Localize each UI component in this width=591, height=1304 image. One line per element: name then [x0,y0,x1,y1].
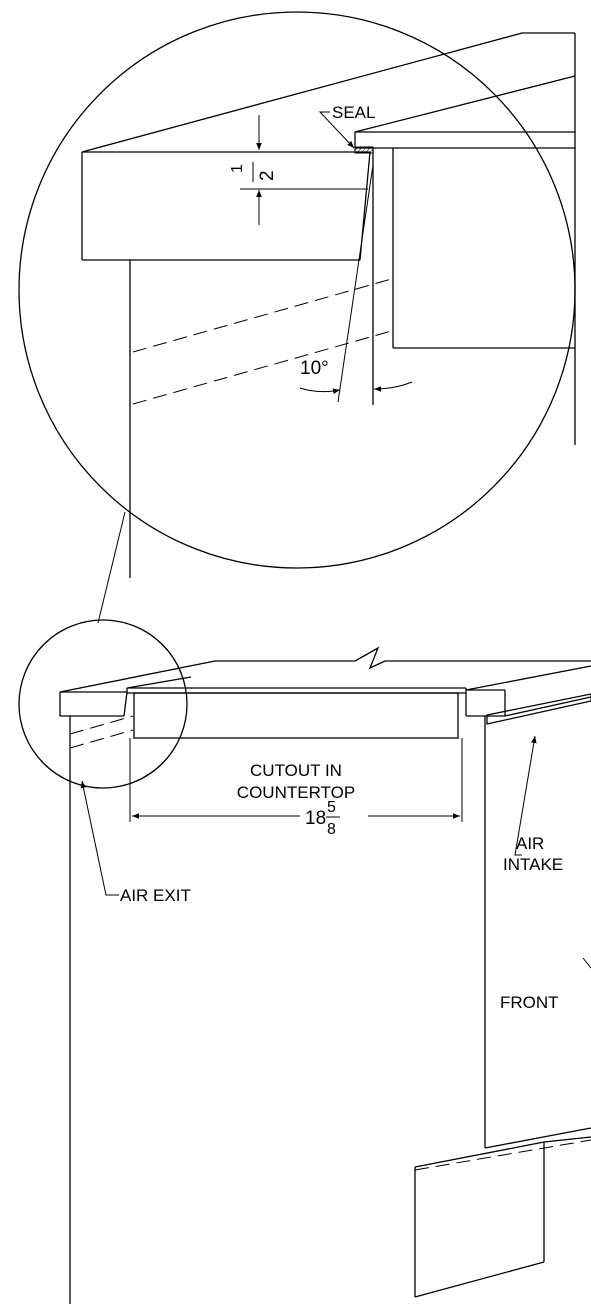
air-intake-label-line1: AIR [516,834,544,853]
main-view: 18 5 8 CUTOUT IN COUNTERTOP AIR INTAKE A… [18,619,591,1304]
gap-dimension: 1 2 [229,115,368,225]
front-indicator: FRONT [500,957,591,1012]
detail-view: 10° 1 2 SEAL [18,11,576,578]
gap-dim-numerator: 1 [229,164,246,173]
cooktop-body [372,33,576,445]
cooktop [126,687,466,739]
air-exit-label: AIR EXIT [120,886,191,905]
seal-hatch [354,146,374,154]
countertop-right [465,688,506,717]
width-dimension: 18 5 8 [129,738,463,838]
seal-label: SEAL [332,103,375,122]
cutout-label-line2: COUNTERTOP [237,783,355,802]
air-intake-slot [486,693,591,725]
air-intake-label-line2: INTAKE [503,855,563,874]
angle-indicator: 10° [299,164,413,403]
front-label: FRONT [500,993,559,1012]
cutout-label-line1: CUTOUT IN [250,761,342,780]
cooktop-plate [354,131,575,154]
angle-label: 10° [300,358,329,379]
seal-callout: SEAL [318,103,375,149]
lower-detail [414,1136,591,1298]
zoom-circle [18,619,188,789]
air-exit-callout: AIR EXIT [80,780,191,905]
countertop-block [81,151,371,261]
countertop-left [59,691,128,717]
air-intake-callout: AIR INTAKE [503,735,563,874]
width-dim-numerator: 5 [327,799,336,816]
gap-dim-denominator: 2 [257,170,278,181]
detail-circle [18,11,576,569]
width-dim-whole: 18 [305,808,326,829]
width-dim-denominator: 8 [327,821,336,838]
